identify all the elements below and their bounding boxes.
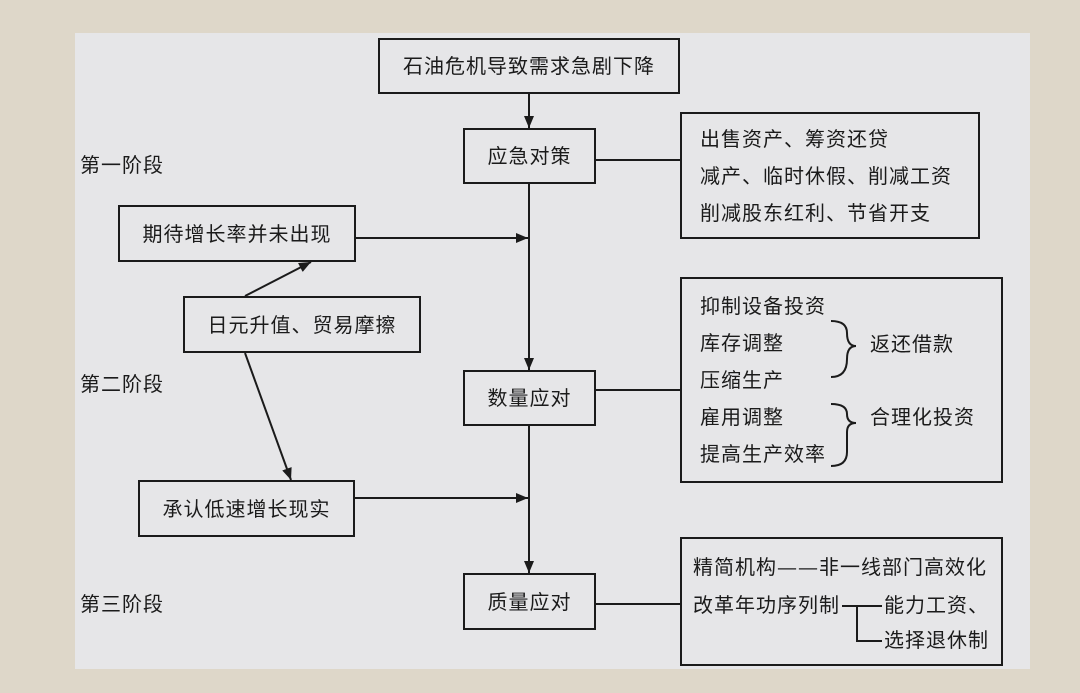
emergency-measure-item: 出售资产、筹资还贷 <box>700 127 889 151</box>
quantity-measure-item: 压缩生产 <box>700 368 784 392</box>
emergency-measures-box: 出售资产、筹资还贷 减产、临时休假、削减工资 削减股东红利、节省开支 <box>680 112 980 239</box>
low-growth-reality-box: 承认低速增长现实 <box>138 480 355 537</box>
quantity-response-box: 数量应对 <box>463 370 596 426</box>
trigger-box: 石油危机导致需求急剧下降 <box>378 38 680 94</box>
expected-growth-box: 期待增长率并未出现 <box>118 205 356 262</box>
quality-branch-optional-retirement: 选择退休制 <box>884 628 989 652</box>
quantity-measure-item: 库存调整 <box>700 331 784 355</box>
quality-branch-ability-wage: 能力工资、 <box>884 593 989 617</box>
emergency-measure-item: 减产、临时休假、削减工资 <box>700 164 952 188</box>
emergency-response-box: 应急对策 <box>463 128 596 184</box>
stage-label-1: 第一阶段 <box>80 153 164 177</box>
quantity-group-repay-loans: 返还借款 <box>870 332 954 356</box>
stage-label-2: 第二阶段 <box>80 372 164 396</box>
stage-label-3: 第三阶段 <box>80 592 164 616</box>
quality-response-box: 质量应对 <box>463 573 596 630</box>
quantity-measures-box: 抑制设备投资 库存调整 压缩生产 雇用调整 提高生产效率 返还借款 合理化投资 <box>680 277 1003 483</box>
quantity-measure-item: 雇用调整 <box>700 405 784 429</box>
quality-measure-restructure: 精简机构——非一线部门高效化 <box>693 555 987 579</box>
quantity-group-rationalization: 合理化投资 <box>870 405 975 429</box>
quantity-measure-item: 提高生产效率 <box>700 442 826 466</box>
yen-trade-friction-box: 日元升值、贸易摩擦 <box>183 296 421 353</box>
quality-measure-seniority-reform: 改革年功序列制 <box>693 593 840 617</box>
quality-measures-box: 精简机构——非一线部门高效化 改革年功序列制 能力工资、 选择退休制 <box>680 537 1003 666</box>
quantity-measure-item: 抑制设备投资 <box>700 294 826 318</box>
emergency-measure-item: 削减股东红利、节省开支 <box>700 201 931 225</box>
